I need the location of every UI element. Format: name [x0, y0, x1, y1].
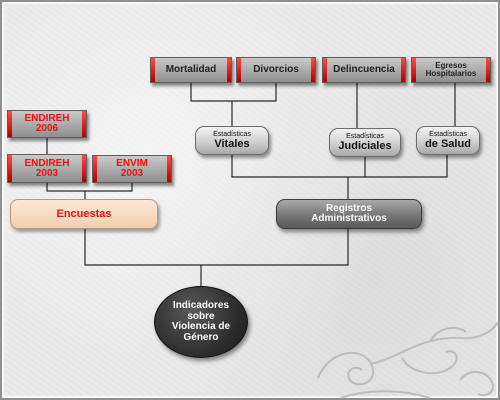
egresos-label-line2: Hospitalarios [425, 69, 477, 78]
indicadores-label-line2: sobre [187, 310, 215, 322]
envim-2003-label-line2: 2003 [120, 168, 144, 179]
vitales-label-line1: Estadísticas [213, 131, 251, 138]
endireh-2006-label-line2: 2006 [35, 123, 59, 134]
endireh-2003-label-line1: ENDIREH [24, 157, 70, 169]
envim-2003-label-line1: ENVIM [116, 158, 148, 169]
node-estadisticas-judiciales[interactable]: Estadísticas Judiciales [329, 128, 401, 157]
delincuencia-label: Delincuencia [333, 64, 395, 75]
node-egresos-hospitalarios[interactable]: Egresos Hospitalarios [411, 57, 491, 83]
judiciales-label-line2: Judiciales [338, 140, 392, 152]
salud-label-line1: Estadísticas [429, 131, 467, 138]
endireh-2006-label-line1: ENDIREH [24, 113, 70, 124]
connector-surveys [46, 183, 133, 192]
indicadores-label-line1: Indicadores [172, 300, 230, 311]
node-endireh-2003[interactable]: ENDIREH 2003 [7, 154, 87, 183]
connector-stats-bus [231, 155, 448, 178]
node-encuestas[interactable]: Encuestas [10, 199, 158, 229]
node-envim-2003[interactable]: ENVIM 2003 [92, 155, 172, 183]
egresos-label-line1: Egresos [435, 61, 467, 71]
node-delincuencia[interactable]: Delincuencia [322, 57, 406, 83]
node-divorcios[interactable]: Divorcios [236, 57, 316, 83]
node-endireh-2006[interactable]: ENDIREH 2006 [7, 110, 87, 138]
node-indicadores-violencia-genero[interactable]: Indicadores sobre Violencia de Género [154, 286, 248, 358]
swirl-ornament-icon [317, 321, 499, 399]
indicadores-label-line4: Género [183, 331, 219, 343]
encuestas-label: Encuestas [56, 207, 112, 220]
judiciales-label-line1: Estadísticas [346, 133, 384, 140]
indicadores-label-line3: Violencia de [171, 321, 231, 332]
mortalidad-label: Mortalidad [165, 64, 217, 75]
node-estadisticas-salud[interactable]: Estadísticas de Salud [416, 126, 480, 155]
divorcios-label: Divorcios [253, 64, 299, 75]
connector-bottom-bus [84, 229, 349, 266]
registros-label-line1: Registros [325, 202, 373, 214]
node-mortalidad[interactable]: Mortalidad [150, 57, 232, 83]
salud-label-line2: de Salud [425, 138, 471, 150]
vitales-label-line2: Vitales [214, 138, 250, 150]
node-estadisticas-vitales[interactable]: Estadísticas Vitales [195, 126, 269, 155]
node-registros-administrativos[interactable]: Registros Administrativos [276, 199, 422, 229]
connector-mortalidad-divorcios [190, 83, 277, 102]
registros-label-line2: Administrativos [311, 213, 387, 224]
endireh-2003-label-line2: 2003 [35, 167, 59, 179]
